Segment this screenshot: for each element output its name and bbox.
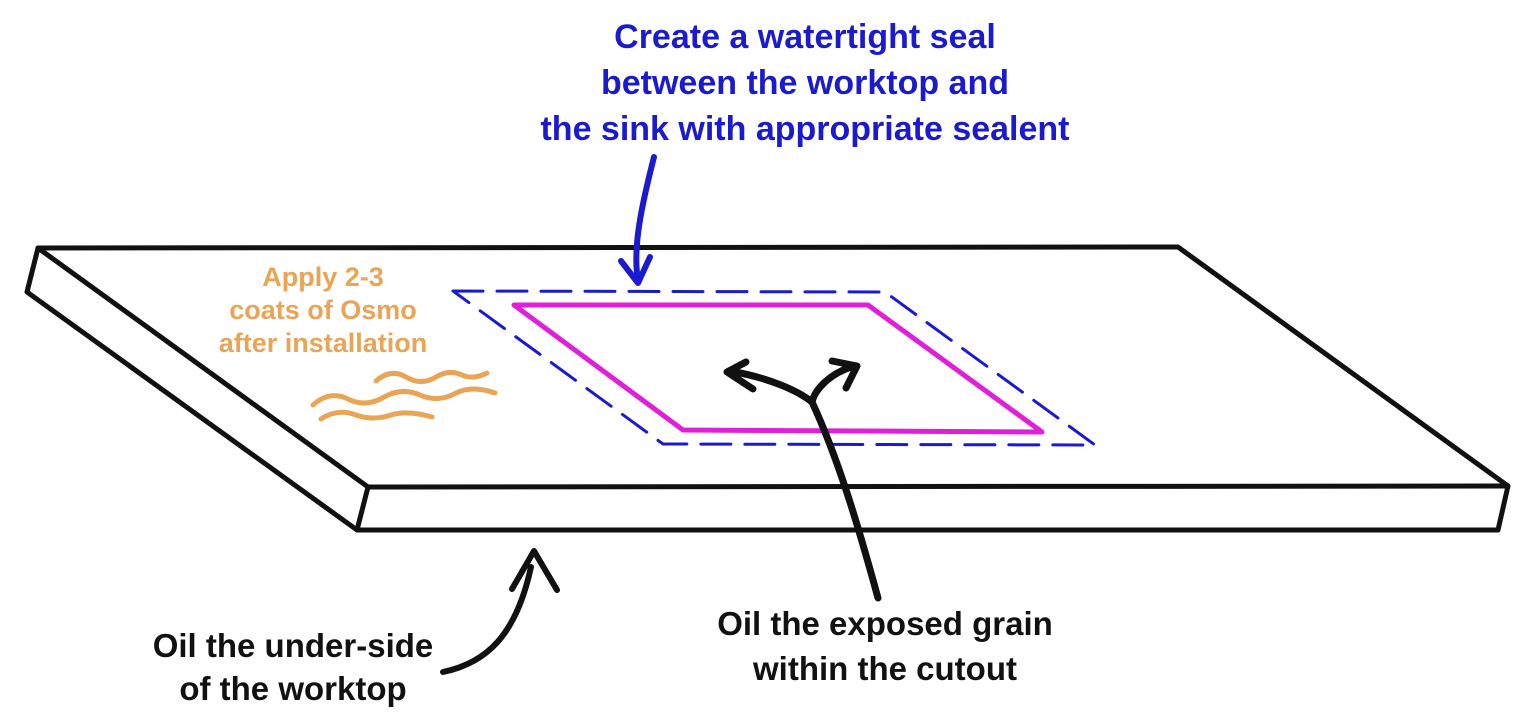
seal-annotation-line-3: the sink with appropriate sealent xyxy=(540,110,1070,148)
oil-wave-top xyxy=(373,369,490,384)
cutout-arrow-head-left xyxy=(723,358,757,393)
seal-arrow-shaft xyxy=(633,154,657,283)
cutout-annotation-line-2: within the cutout xyxy=(753,650,1017,687)
underside-annotation: Oil the under-side of the worktop xyxy=(110,624,476,710)
worktop-outline xyxy=(24,244,1511,533)
cutout-arrow-head-right xyxy=(828,357,861,392)
worktop xyxy=(24,244,1511,533)
sink-cutout-outline xyxy=(511,302,1045,435)
osmo-annotation: Apply 2-3 coats of Osmo after installati… xyxy=(170,261,476,360)
osmo-annotation-line-1: Apply 2-3 xyxy=(262,262,384,292)
worktop-inner-edges xyxy=(35,245,1511,533)
cutout-arrow-icon xyxy=(723,357,882,602)
sealant-dashed-outline xyxy=(451,289,1097,447)
underside-annotation-line-2: of the worktop xyxy=(179,670,407,707)
underside-arrow-head xyxy=(509,548,560,593)
seal-arrow-head xyxy=(618,254,653,286)
seal-arrow-icon xyxy=(618,154,657,286)
underside-arrow-icon xyxy=(440,548,560,675)
oil-wave-bottom xyxy=(318,409,435,422)
osmo-annotation-line-2: coats of Osmo xyxy=(229,295,417,325)
cutout-arrow-shaft-right xyxy=(808,363,855,406)
oil-wave-middle xyxy=(310,386,498,408)
cutout-annotation: Oil the exposed grain within the cutout xyxy=(680,601,1090,691)
underside-annotation-line-1: Oil the under-side xyxy=(152,627,434,664)
cutout-arrow-shaft-left xyxy=(731,368,882,602)
seal-annotation-line-1: Create a watertight seal xyxy=(614,18,996,56)
seal-annotation-line-2: between the worktop and xyxy=(600,64,1010,102)
oil-waves-icon xyxy=(310,369,498,422)
underside-arrow-shaft xyxy=(440,564,534,675)
osmo-annotation-line-3: after installation xyxy=(218,328,428,358)
seal-annotation: Create a watertight seal between the wor… xyxy=(480,14,1130,152)
cutout-annotation-line-1: Oil the exposed grain xyxy=(717,605,1053,642)
